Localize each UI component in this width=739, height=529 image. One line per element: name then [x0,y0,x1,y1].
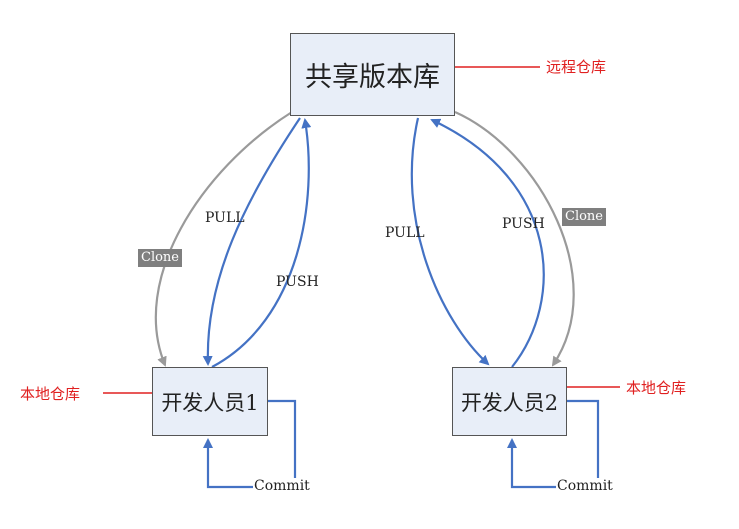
push-label-right: PUSH [502,216,545,232]
push-left-arrow [211,118,312,368]
remote-repo-annotation: 远程仓库 [546,58,607,76]
shared-repository-node: 共享版本库 [290,33,455,116]
pull-label-left: PULL [205,210,245,226]
pull-right-arrow [410,117,490,366]
pull-label-right: PULL [385,225,425,241]
developer-2-node: 开发人员2 [452,367,567,436]
commit-label-left: Commit [253,478,311,494]
push-label-left: PUSH [276,274,319,290]
clone-tag-right: Clone [562,208,606,226]
developer-1-node: 开发人员1 [152,367,268,436]
local-repo-annotation-left: 本地仓库 [20,385,81,403]
clone-right-arrow [454,110,575,367]
commit-label-right: Commit [556,478,614,494]
push-right-arrow [430,118,545,368]
clone-tag-left: Clone [138,249,182,267]
local-repo-annotation-right: 本地仓库 [626,379,687,397]
pull-left-arrow [202,117,301,366]
clone-left-arrow [154,111,293,367]
